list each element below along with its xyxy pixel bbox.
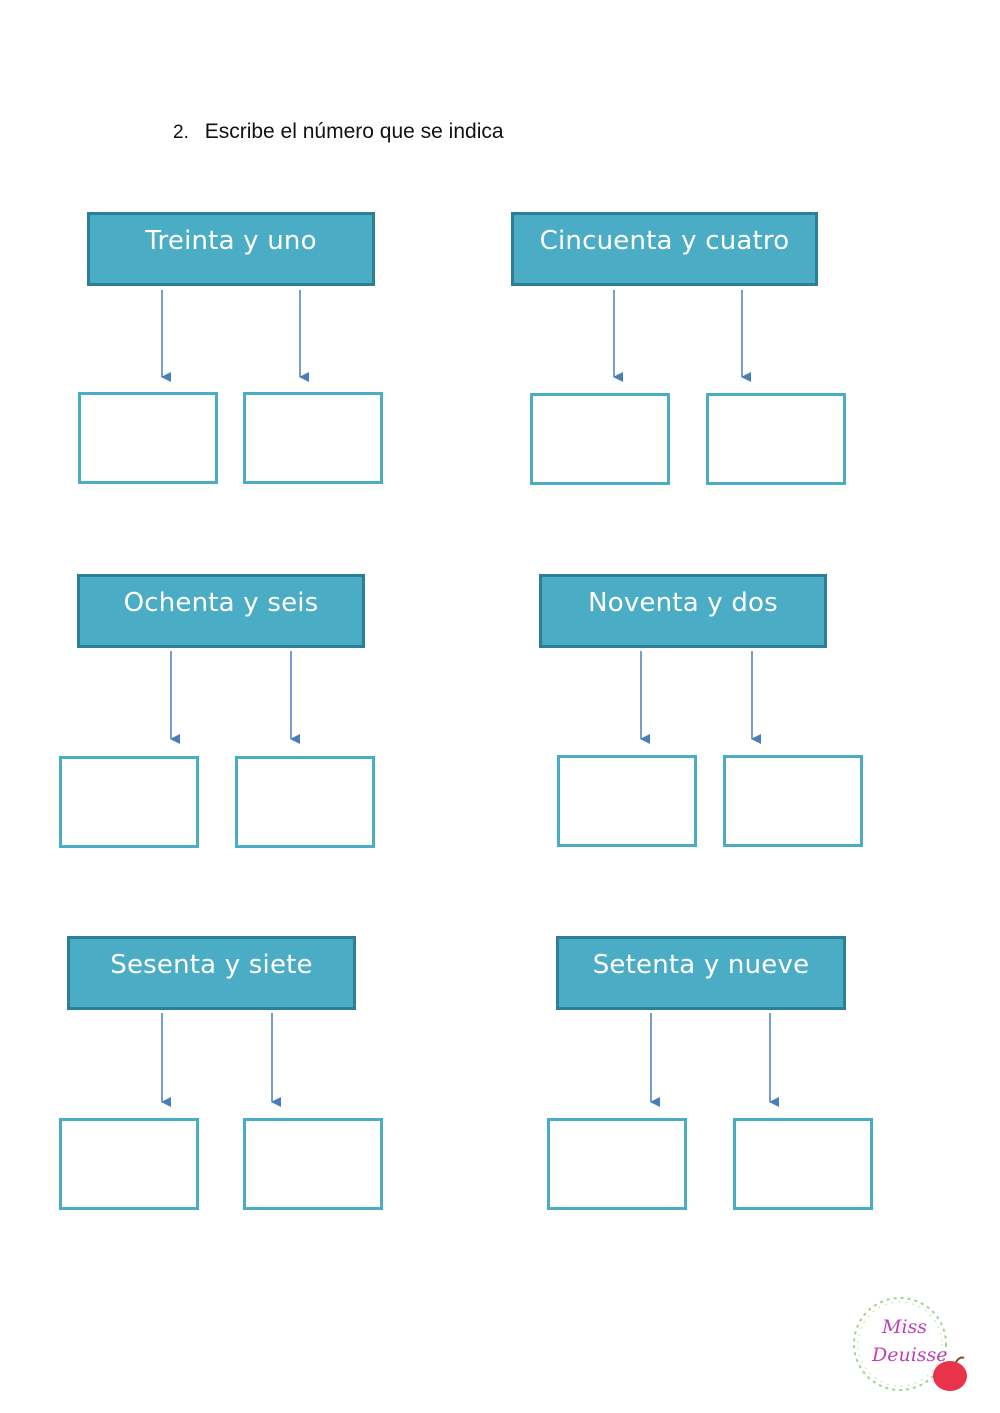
apple-icon bbox=[933, 1361, 967, 1391]
tens-answer-box[interactable] bbox=[557, 755, 698, 847]
tens-answer-box[interactable] bbox=[59, 756, 200, 848]
logo-line1: Miss bbox=[882, 1316, 928, 1338]
tens-answer-box[interactable] bbox=[547, 1118, 688, 1210]
units-input[interactable] bbox=[736, 1121, 874, 1209]
units-answer-box[interactable] bbox=[723, 755, 864, 847]
tens-input[interactable] bbox=[62, 759, 200, 847]
instruction-number: 2. bbox=[173, 122, 189, 143]
units-input[interactable] bbox=[726, 758, 864, 846]
tens-answer-box[interactable] bbox=[59, 1118, 200, 1210]
number-word-box: Setenta y nueve bbox=[556, 936, 846, 1010]
units-answer-box[interactable] bbox=[243, 392, 384, 484]
number-word-box: Sesenta y siete bbox=[67, 936, 356, 1010]
instruction: 2. Escribe el número que se indica bbox=[173, 120, 504, 144]
units-input[interactable] bbox=[246, 1121, 384, 1209]
tens-answer-box[interactable] bbox=[530, 393, 671, 485]
tens-input[interactable] bbox=[533, 396, 671, 484]
instruction-text: Escribe el número que se indica bbox=[204, 120, 504, 143]
number-word-box: Treinta y uno bbox=[87, 212, 375, 286]
tens-input[interactable] bbox=[81, 395, 219, 483]
number-word-box: Cincuenta y cuatro bbox=[511, 212, 818, 286]
tens-input[interactable] bbox=[560, 758, 698, 846]
units-answer-box[interactable] bbox=[235, 756, 376, 848]
number-word-box: Ochenta y seis bbox=[77, 574, 365, 648]
units-answer-box[interactable] bbox=[243, 1118, 384, 1210]
miss-deuisse-logo: Miss Deuisse bbox=[848, 1296, 978, 1396]
tens-answer-box[interactable] bbox=[78, 392, 219, 484]
units-input[interactable] bbox=[709, 396, 847, 484]
logo-line2: Deuisse bbox=[872, 1344, 948, 1366]
number-word-box: Noventa y dos bbox=[539, 574, 827, 648]
units-input[interactable] bbox=[246, 395, 384, 483]
units-answer-box[interactable] bbox=[706, 393, 847, 485]
units-input[interactable] bbox=[238, 759, 376, 847]
units-answer-box[interactable] bbox=[733, 1118, 874, 1210]
wreath-icon bbox=[853, 1297, 967, 1391]
tens-input[interactable] bbox=[62, 1121, 200, 1209]
tens-input[interactable] bbox=[550, 1121, 688, 1209]
